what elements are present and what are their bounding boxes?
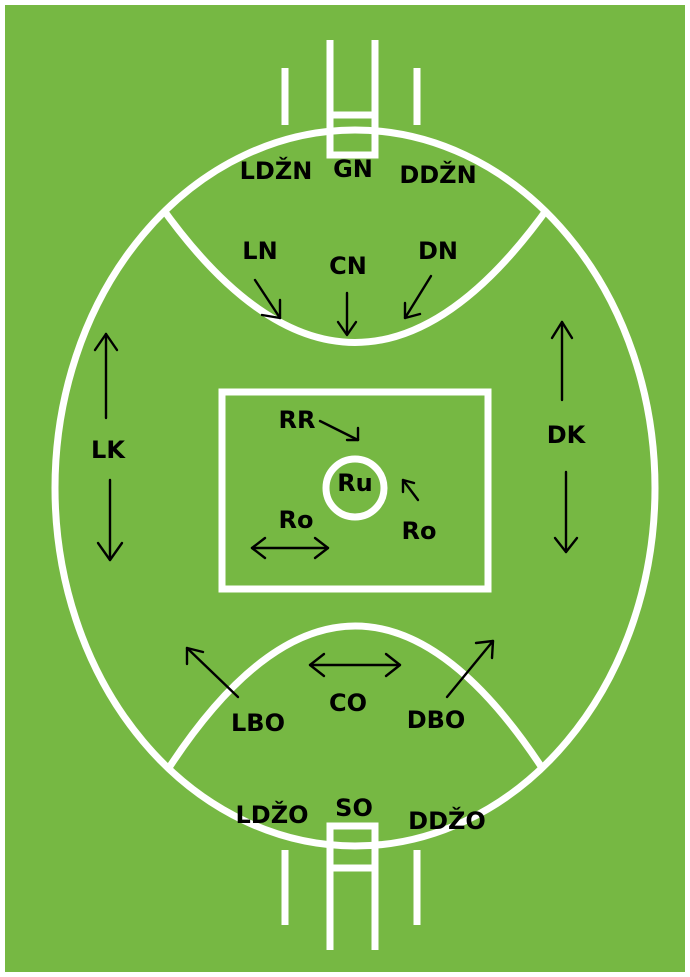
label-co: CO — [329, 689, 367, 717]
boundary-line — [51, 126, 659, 850]
label-ro-right: Ro — [402, 517, 437, 545]
label-so: SO — [335, 794, 373, 822]
label-ldzo: LDŽO — [235, 800, 308, 829]
arrow-ro-right — [401, 478, 420, 502]
label-ddzo: DDŽO — [408, 806, 486, 835]
label-dk: DK — [547, 421, 587, 449]
arrow-dk — [550, 320, 579, 554]
arrow-lk — [93, 332, 124, 562]
arrow-lbo — [185, 646, 240, 699]
bottom-fifty-arc — [160, 622, 551, 779]
arrow-rr — [318, 419, 360, 442]
label-ro-left: Ro — [279, 506, 314, 534]
centre-circle — [322, 455, 388, 521]
arrow-ro-left — [250, 536, 330, 560]
arrow-co — [308, 652, 402, 678]
top-goal-square — [326, 111, 379, 159]
label-lk: LK — [91, 436, 126, 464]
label-cn: CN — [329, 252, 367, 280]
label-ln: LN — [242, 237, 277, 265]
label-dbo: DBO — [407, 706, 466, 734]
label-gn: GN — [333, 155, 373, 183]
label-ru: Ru — [337, 469, 373, 497]
label-ddzn: DDŽN — [399, 160, 476, 189]
label-dn: DN — [418, 237, 458, 265]
label-ldzn: LDŽN — [240, 156, 313, 185]
centre-square — [218, 388, 492, 593]
arrow-dbo — [445, 639, 495, 699]
arrow-ln — [253, 278, 282, 320]
label-lbo: LBO — [231, 709, 285, 737]
bottom-goal-square — [326, 822, 379, 872]
label-rr: RR — [279, 406, 316, 434]
top-fifty-arc — [157, 202, 553, 346]
arrow-cn — [336, 291, 358, 337]
arrow-dn — [403, 274, 433, 320]
grass-background — [5, 5, 685, 972]
